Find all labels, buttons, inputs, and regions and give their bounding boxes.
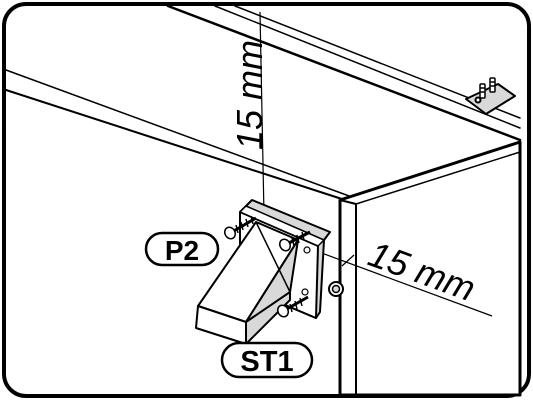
dowel-icon: [479, 77, 496, 99]
dimension-line-vertical: [259, 11, 265, 216]
cabinet-top-panel: [5, 4, 522, 201]
part-label-p2-text: P2: [165, 235, 199, 266]
part-label-st1: ST1: [220, 341, 314, 379]
screw-icon: [278, 230, 311, 252]
screw-icon: [223, 215, 257, 240]
screw-icon: [276, 295, 309, 318]
furniture-foot-icon: [195, 221, 299, 345]
cam-lock-icon: [328, 281, 344, 297]
part-label-st1-text: ST1: [240, 346, 293, 378]
part-label-p2: P2: [144, 231, 220, 267]
corner-bracket: [465, 83, 516, 115]
dimension-label-vertical: 15 mm: [229, 40, 270, 150]
cabinet-side-panel: [338, 140, 522, 397]
